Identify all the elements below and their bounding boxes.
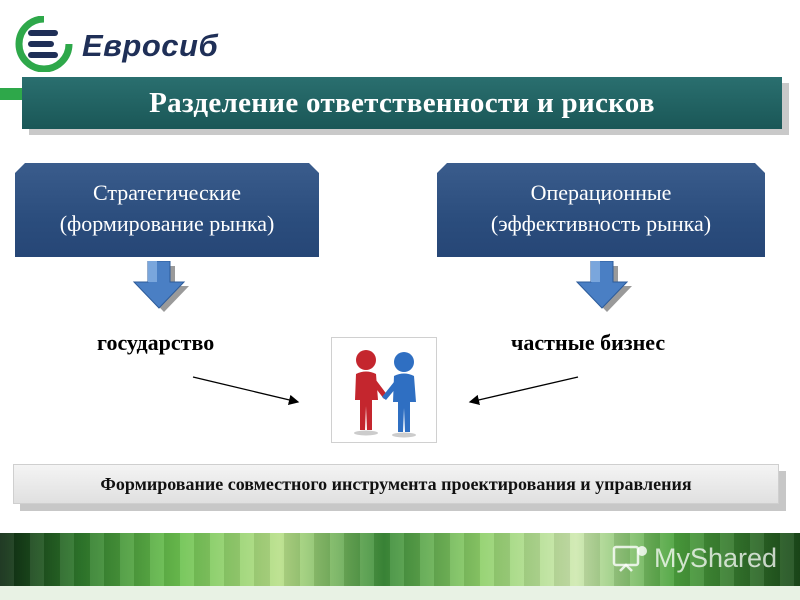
footer-base: [0, 586, 800, 600]
strategic-subtitle: (формирование рынка): [59, 211, 275, 236]
down-arrow-left-icon: [132, 261, 189, 312]
page-title: Разделение ответственности и рисков: [149, 86, 655, 119]
title-banner: Разделение ответственности и рисков: [22, 77, 782, 129]
operational-box: Операционные (эффективность рынка): [437, 163, 765, 257]
evrosib-logo-icon: [15, 16, 73, 72]
down-arrow-right-icon: [575, 261, 632, 312]
handshake-icon: [354, 350, 416, 438]
footer-banner: [0, 533, 800, 586]
myshared-watermark: MyShared: [612, 540, 792, 576]
watermark-text: MyShared: [654, 542, 778, 573]
strategic-title: Стратегические: [92, 180, 241, 205]
arrow-from-state: [192, 376, 300, 405]
actor-state: государство: [97, 330, 215, 355]
actor-private-business: частные бизнес: [511, 330, 666, 355]
company-logo: Евросиб: [14, 16, 218, 72]
strategic-box: Стратегические (формирование рынка): [15, 163, 319, 257]
operational-title: Операционные: [530, 180, 672, 205]
handshake-image: [331, 337, 437, 443]
arrow-from-business: [468, 376, 579, 406]
result-bar: Формирование совместного инструмента про…: [13, 464, 779, 504]
myshared-icon: [612, 545, 647, 572]
operational-subtitle: (эффективность рынка): [490, 211, 712, 236]
result-text: Формирование совместного инструмента про…: [100, 473, 692, 494]
logo-text: Евросиб: [82, 28, 219, 63]
